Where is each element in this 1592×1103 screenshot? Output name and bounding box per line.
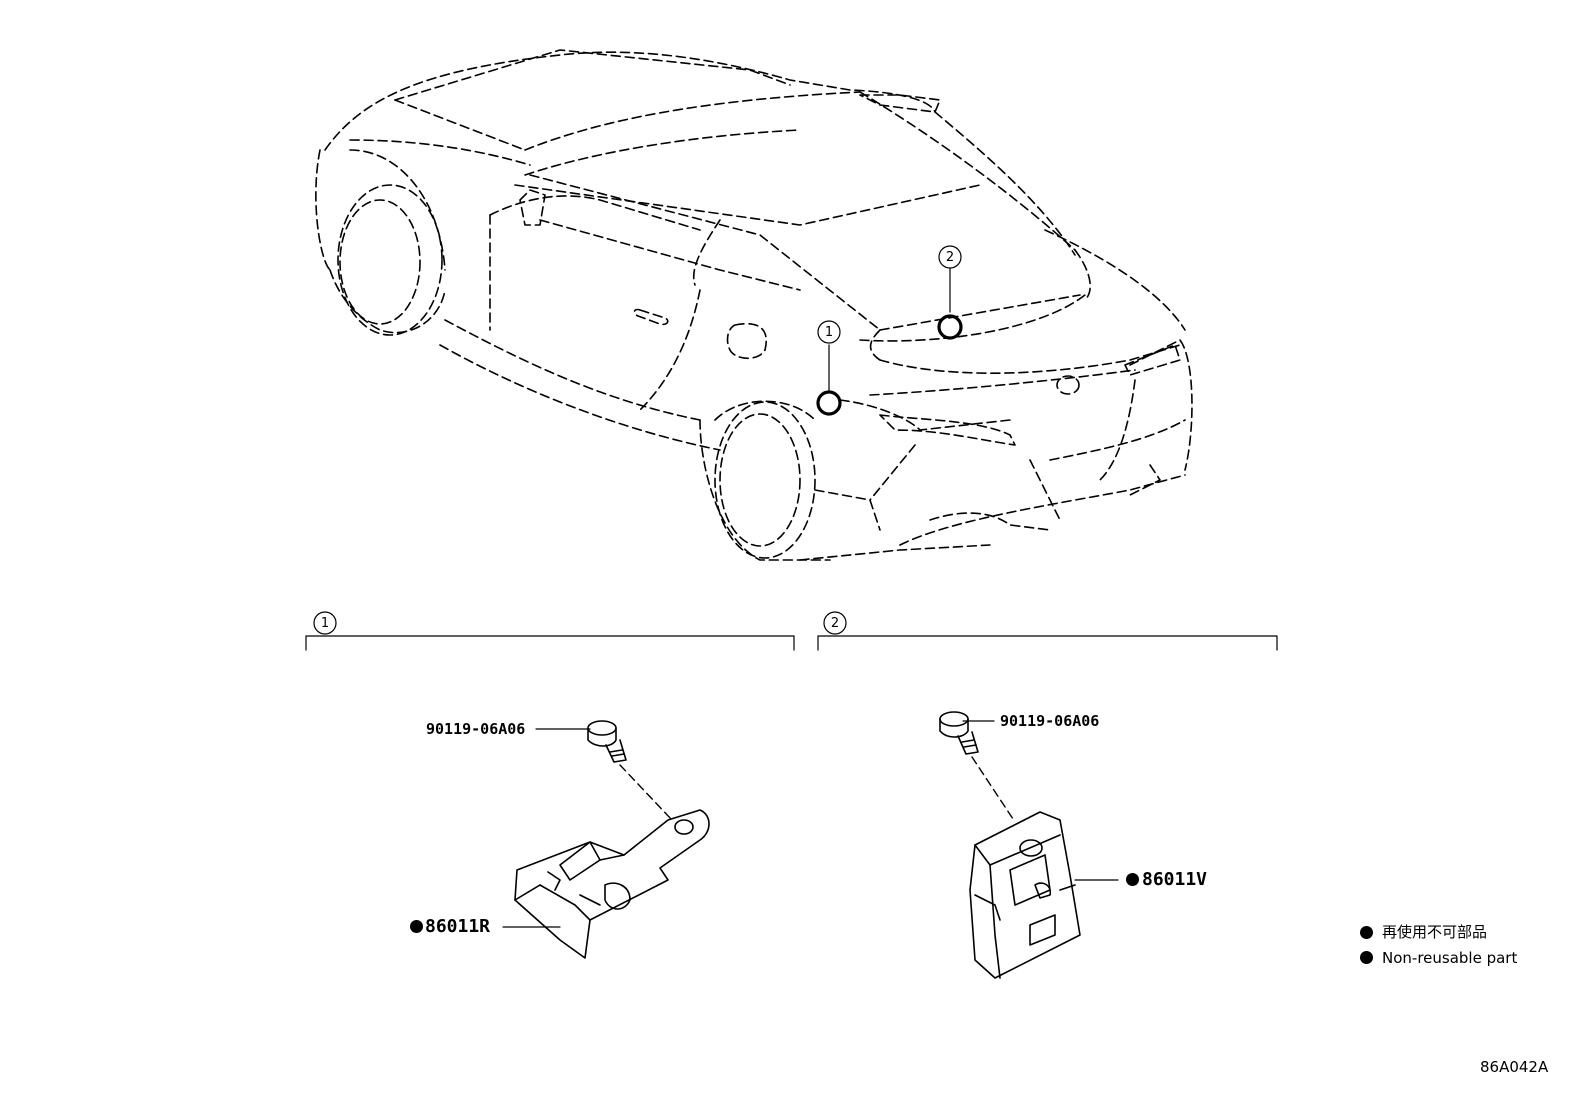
non-reusable-dot-icon [410,920,423,933]
legend-japanese: 再使用不可部品 [1382,923,1488,941]
location-marker-2 [937,314,963,340]
part-label-bolt-2: 90119-06A06 [1000,712,1100,730]
legend-dot-icon [1360,926,1373,939]
bolt-2-drawing [939,711,979,755]
part-label-bolt-1: 90119-06A06 [426,720,526,738]
part-label-bracket-86011R: 86011R [425,916,491,937]
location-marker-1 [816,390,842,416]
callout-number-1: 1 [824,325,834,340]
section-circle-2 [823,611,847,635]
section-circle-1 [313,611,337,635]
section-number-1: 1 [320,616,330,631]
bolt-1-drawing [587,720,627,763]
legend-english: Non-reusable part [1382,949,1518,967]
non-reusable-dot-icon [1126,873,1139,886]
car-outline [315,49,1193,561]
bracket-86011V-drawing [969,811,1081,979]
callout-number-2: 2 [945,250,955,265]
callout-circle-1 [817,320,841,344]
callout-circle-2 [938,245,962,269]
part-label-bracket-86011V: 86011V [1142,869,1208,890]
section-brackets [305,635,1278,651]
bracket-86011R-drawing [514,809,710,959]
legend-dot-icon [1360,951,1373,964]
section-number-2: 2 [830,616,840,631]
drawing-code: 86A042A [1480,1058,1549,1076]
